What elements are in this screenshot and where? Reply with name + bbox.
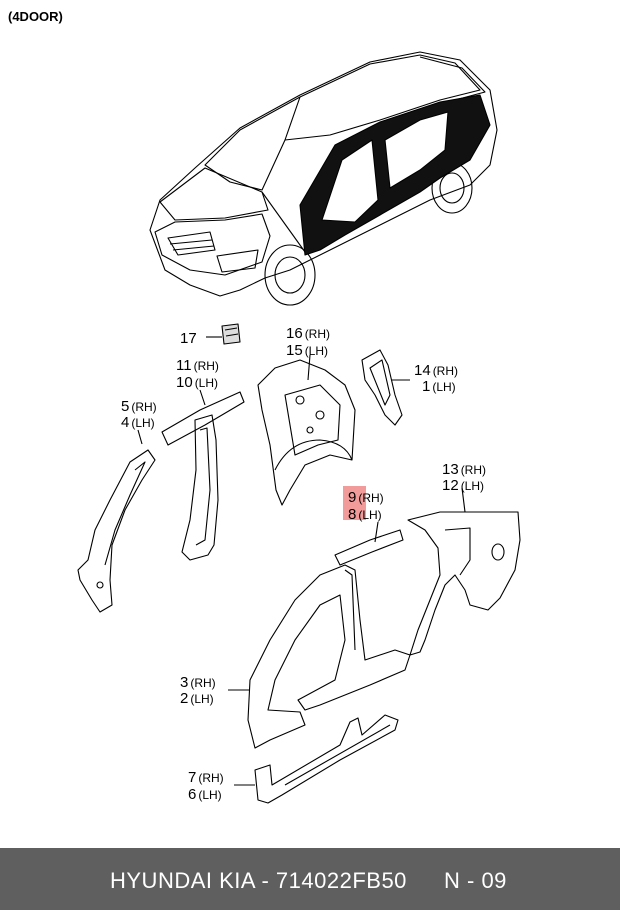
callout-number: 8	[348, 506, 357, 523]
callout-number: 9	[348, 489, 357, 506]
callout-side: (LH)	[131, 416, 155, 430]
callout-side: (RH)	[131, 400, 157, 414]
callout-number: 5	[121, 398, 130, 415]
callout-5[interactable]: 5(RH)	[121, 398, 157, 416]
callout-side: (LH)	[198, 788, 222, 802]
car-illustration	[149, 51, 498, 306]
callout-9[interactable]: 9(RH)	[348, 489, 384, 507]
callout-3[interactable]: 3(RH)	[180, 674, 216, 692]
parts-diagram: (4DOOR) 17 16(RH) 15(LH) 14(RH) 1(LH) 11…	[8, 9, 521, 804]
callout-side: (RH)	[190, 676, 216, 690]
callout-side: (RH)	[304, 327, 331, 341]
part-14-1-bracket	[361, 349, 410, 426]
page-number: N - 09	[444, 868, 507, 893]
callout-side: (RH)	[193, 359, 219, 373]
callout-4[interactable]: 4(LH)	[121, 414, 155, 432]
callout-number: 1	[422, 378, 431, 395]
highlight-part-9	[343, 486, 366, 520]
callout-11[interactable]: 11(RH)	[176, 357, 219, 375]
callout-number: 16	[286, 325, 303, 342]
part-5-4-pillar	[77, 429, 156, 613]
callout-number: 11	[176, 357, 192, 374]
callout-13[interactable]: 13(RH)	[442, 461, 486, 479]
part-7-6-sill	[234, 714, 399, 804]
part-11-10-pillar	[161, 389, 245, 561]
callout-side: (LH)	[190, 692, 214, 706]
diagram-drawing	[77, 51, 521, 804]
part-3-2-side-outer	[228, 564, 411, 749]
callout-8[interactable]: 8(LH)	[348, 506, 382, 524]
callout-number: 17	[180, 330, 197, 347]
part-9-8-roof-rail	[334, 521, 404, 566]
callout-side: (RH)	[460, 463, 487, 477]
callout-number: 13	[442, 461, 459, 478]
footer-bar: HYUNDAI KIA - 714022FB50 N - 09	[0, 848, 620, 910]
callout-16[interactable]: 16(RH)	[286, 325, 330, 343]
callout-side: (LH)	[460, 479, 485, 493]
callout-7[interactable]: 7(RH)	[188, 769, 224, 787]
callout-number: 3	[180, 674, 189, 691]
callout-17[interactable]: 17	[180, 330, 197, 347]
callout-number: 10	[176, 374, 193, 391]
callout-number: 15	[286, 342, 303, 359]
callout-10[interactable]: 10(LH)	[176, 374, 218, 392]
callout-2[interactable]: 2(LH)	[180, 690, 214, 708]
part-16-15-wheelhouse	[257, 354, 356, 506]
callout-number: 6	[188, 786, 197, 803]
callout-side: (LH)	[358, 508, 382, 522]
brand-part-number: HYUNDAI KIA - 714022FB50	[110, 868, 407, 893]
callout-14[interactable]: 14(RH)	[414, 362, 458, 380]
callout-side: (LH)	[432, 380, 456, 394]
callout-side: (LH)	[194, 376, 219, 390]
callout-number: 12	[442, 477, 459, 494]
callout-6[interactable]: 6(LH)	[188, 786, 222, 804]
variant-label: (4DOOR)	[8, 9, 63, 24]
callout-15[interactable]: 15(LH)	[286, 342, 328, 360]
callout-number: 2	[180, 690, 189, 707]
callout-number: 14	[414, 362, 431, 379]
callout-side: (RH)	[432, 364, 459, 378]
callout-1[interactable]: 1(LH)	[422, 378, 456, 396]
callout-number: 4	[121, 414, 130, 431]
callout-12[interactable]: 12(LH)	[442, 477, 484, 495]
part-13-12-quarter-panel	[407, 487, 521, 656]
callout-side: (RH)	[358, 491, 384, 505]
callout-side: (RH)	[198, 771, 224, 785]
part-17-clip	[206, 323, 241, 345]
callout-number: 7	[188, 769, 197, 786]
callout-side: (LH)	[304, 344, 329, 358]
